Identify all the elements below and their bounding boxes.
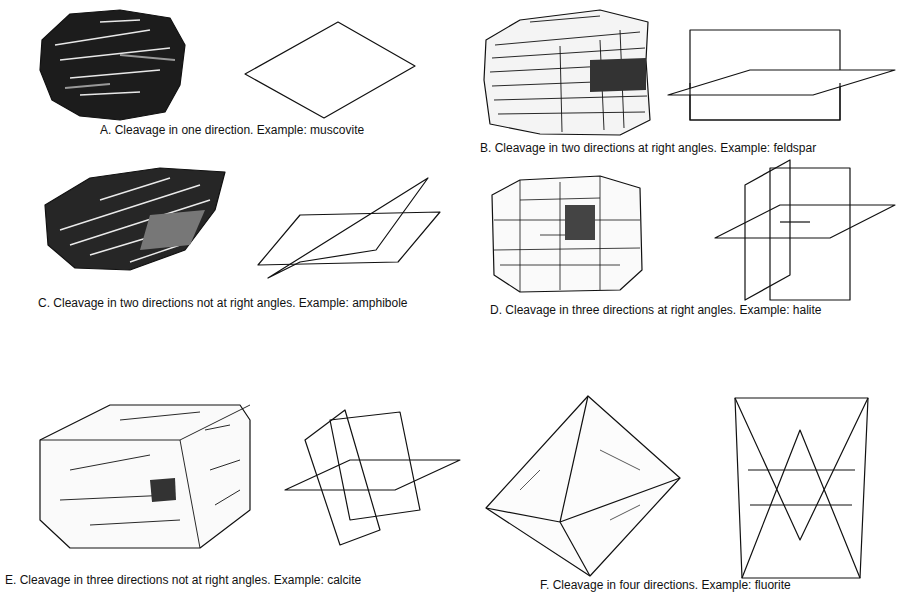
drawing-line (494, 176, 640, 292)
fluorite-octahedron (486, 396, 680, 576)
caption: B. Cleavage in two directions at right a… (480, 141, 816, 155)
cleavage-planes (668, 30, 895, 120)
drawing-line (690, 83, 840, 120)
drawing-line (486, 396, 680, 576)
drawing-line (60, 178, 210, 262)
drawing-line (40, 405, 250, 548)
drawing-line (305, 410, 380, 545)
drawing-line (285, 460, 460, 490)
drawing-line (492, 176, 642, 292)
drawing-line (268, 178, 428, 278)
halite-rock (492, 176, 642, 292)
caption: E. Cleavage in three directions not at r… (5, 573, 361, 587)
drawing-line (140, 210, 205, 250)
drawing-line (40, 10, 185, 120)
muscovite-rock (40, 10, 185, 120)
caption: A. Cleavage in one direction. Example: m… (100, 123, 364, 137)
drawing-line (745, 160, 790, 300)
cleavage-planes (715, 160, 895, 300)
calcite-rock (40, 405, 250, 548)
drawing-line (735, 398, 868, 540)
drawing-line (668, 70, 895, 95)
drawing-line (486, 396, 680, 576)
drawing-line (715, 205, 895, 238)
cleavage-planes (258, 178, 440, 278)
caption: F. Cleavage in four directions. Example:… (540, 578, 791, 592)
drawing-line (520, 450, 640, 520)
drawing-line (565, 205, 595, 240)
drawing-line (258, 212, 440, 265)
amphibole-rock (45, 168, 225, 270)
drawing-line (490, 16, 647, 132)
drawing-line (748, 470, 855, 505)
caption: D. Cleavage in three directions at right… (490, 303, 822, 317)
drawing-line (40, 405, 250, 548)
cleavage-planes (285, 410, 460, 545)
cleavage-plane (245, 22, 415, 118)
caption: C. Cleavage in two directions not at rig… (38, 296, 408, 310)
drawing-line (770, 168, 850, 300)
drawing-line (484, 10, 650, 135)
drawing-line (150, 478, 176, 502)
cleavage-planes (735, 398, 868, 578)
drawing-line (735, 398, 868, 578)
drawing-line (330, 412, 420, 520)
drawing-line (780, 221, 810, 222)
drawing-line (742, 430, 860, 578)
drawing-line (590, 58, 646, 92)
feldspar-rock (484, 10, 650, 135)
drawing-line (65, 55, 175, 88)
drawing-line (45, 168, 225, 270)
